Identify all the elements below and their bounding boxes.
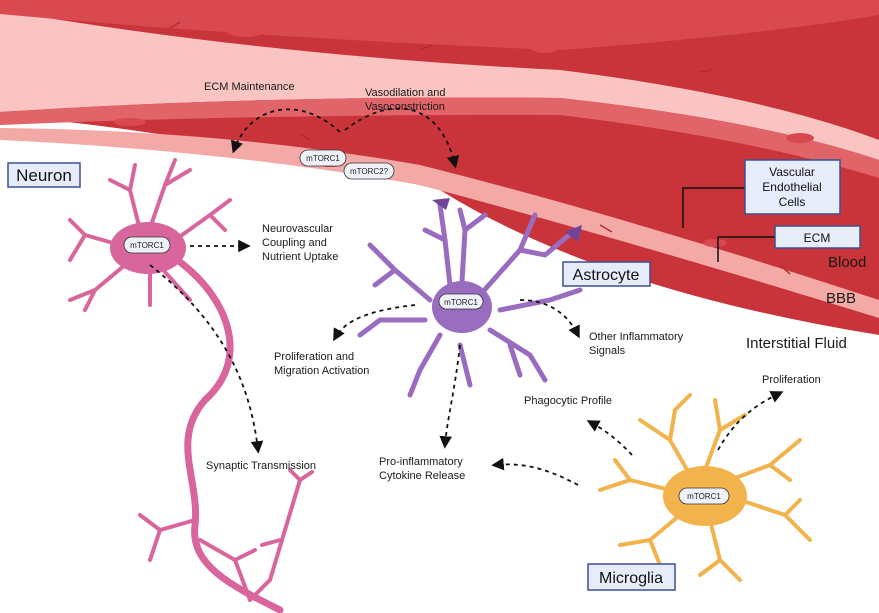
endothelial-lining-top: [0, 0, 879, 50]
callout-endothelial: [682, 187, 745, 228]
label-pro-inflammatory-2: Cytokine Release: [379, 470, 465, 482]
arrow-proliferation-migration: [333, 304, 416, 342]
microglia-cell: [598, 393, 812, 582]
region-bbb-label: BBB: [826, 290, 856, 307]
label-proliferation-migration-1: Proliferation and: [274, 351, 354, 363]
box-ecm: ECM: [774, 225, 861, 249]
box-microglia: Microglia: [587, 563, 676, 591]
label-neurovascular-2: Coupling and: [262, 237, 327, 249]
pill-micro-mtorc1: mTORC1: [678, 487, 730, 505]
label-pro-inflammatory-1: Pro-inflammatory: [379, 456, 463, 468]
pill-micro-mtorc1-label: mTORC1: [687, 492, 721, 501]
box-astrocyte-label: Astrocyte: [573, 267, 640, 284]
box-vec-line-1: Vascular: [769, 165, 815, 179]
endothelial-nucleus: [531, 43, 559, 53]
callout-ecm: [717, 236, 775, 262]
microglia-processes: [598, 393, 812, 582]
label-vasodilation-2: Vasoconstriction: [365, 101, 445, 113]
endothelial-nucleus: [227, 27, 263, 37]
box-neuron-label: Neuron: [16, 166, 72, 185]
label-neurovascular-1: Neurovascular: [262, 223, 333, 235]
arrow-phagocytic: [586, 420, 633, 456]
arrow-other-inflammatory: [519, 299, 580, 339]
pill-astro-mtorc1: mTORC1: [438, 293, 484, 310]
endothelial-nucleus: [786, 133, 814, 143]
pill-neuron-mtorc1-label: mTORC1: [130, 241, 164, 250]
endothelial-nucleus: [59, 7, 91, 17]
astrocyte-processes: [357, 202, 583, 398]
pill-endo-mtorc1-label: mTORC1: [306, 154, 340, 163]
neuron-dendrites: [68, 158, 232, 312]
pill-endo-mtorc2-label: mTORC2?: [350, 167, 389, 176]
box-microglia-label: Microglia: [599, 570, 663, 587]
arrow-pro-inflammatory: [439, 344, 461, 449]
box-neuron: Neuron: [7, 162, 81, 188]
box-astrocyte: Astrocyte: [562, 261, 651, 287]
arrow-ecm-maintenance: [231, 108, 341, 154]
label-phagocytic-profile: Phagocytic Profile: [524, 395, 612, 407]
neuron-axon: [176, 258, 284, 613]
pill-astro-mtorc1-label: mTORC1: [444, 298, 478, 307]
cell-junctions: [169, 21, 791, 275]
endothelial-nucleus: [703, 239, 727, 247]
endothelial-nucleus: [114, 118, 146, 126]
label-other-inflammatory-2: Signals: [589, 345, 626, 357]
label-synaptic-transmission: Synaptic Transmission: [206, 460, 316, 472]
label-neurovascular-3: Nutrient Uptake: [262, 251, 338, 263]
label-vasodilation-1: Vasodilation and: [365, 87, 446, 99]
arrow-synaptic: [149, 264, 264, 454]
endothelial-lining-bottom: [0, 97, 879, 178]
axon-terminals: [138, 468, 314, 602]
label-proliferation-migration-2: Migration Activation: [274, 365, 369, 377]
blood-vessel: [0, 0, 879, 335]
label-ecm-maintenance: ECM Maintenance: [204, 81, 295, 93]
arrow-proliferation: [717, 391, 784, 451]
astrocyte-endfoot: [432, 198, 450, 210]
label-other-inflammatory-1: Other Inflammatory: [589, 331, 684, 343]
region-blood-label: Blood: [828, 254, 866, 271]
vessel-lumen: [0, 10, 879, 160]
arrow-vasodilation: [344, 107, 460, 169]
label-proliferation: Proliferation: [762, 374, 821, 386]
vessel-callouts: [682, 187, 775, 262]
box-vascular-endothelial-cells: Vascular Endothelial Cells: [744, 159, 841, 215]
box-vec-line-3: Cells: [779, 195, 806, 209]
pathway-arrows: [149, 107, 784, 486]
arrow-microglia-cytokine: [491, 457, 579, 486]
box-vec-line-2: Endothelial: [762, 180, 821, 194]
region-interstitial-fluid-label: Interstitial Fluid: [746, 335, 847, 352]
astrocyte-endfoot: [565, 225, 582, 242]
endothelial-nuclei: [59, 7, 814, 247]
pill-endo-mtorc1: mTORC1: [299, 149, 347, 167]
box-ecm-label: ECM: [804, 231, 831, 245]
pill-neuron-mtorc1: mTORC1: [123, 236, 171, 254]
pill-endo-mtorc2: mTORC2?: [343, 162, 395, 180]
